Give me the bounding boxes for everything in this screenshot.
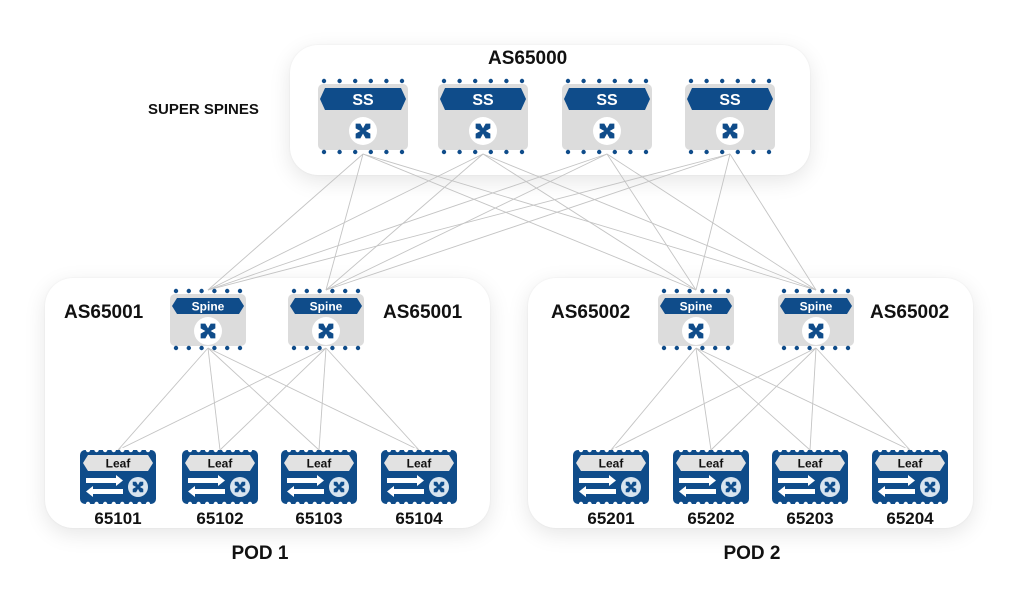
pod-1-leaf-1[interactable]: Leaf: [80, 447, 156, 507]
pod-1-label: POD 1: [231, 543, 289, 564]
fabric-switch-icon: [433, 481, 445, 493]
pod-1-spine-2-label: Spine: [310, 299, 343, 313]
fabric-switch-icon: [333, 481, 345, 493]
super-spine-4-glyph: SS: [685, 78, 775, 155]
pod-2-spine-1[interactable]: Spine: [658, 288, 734, 352]
fabric-switch-icon: [599, 123, 615, 139]
pod-1-spine-1-glyph: Spine: [170, 288, 246, 351]
fabric-switch-icon: [200, 323, 216, 339]
super-spine-1[interactable]: SS: [318, 78, 408, 156]
fabric-switch-icon: [688, 323, 704, 339]
pod-2-leaf-1-glyph: Leaf: [573, 447, 649, 507]
pod-2-spine-1-label: Spine: [680, 299, 713, 313]
pod-1-leaf-2-glyph: Leaf: [182, 447, 258, 507]
super-spine-2-glyph: SS: [438, 78, 528, 155]
fabric-switch-icon: [318, 323, 334, 339]
fabric-switch-icon: [924, 481, 936, 493]
fabric-switch-icon: [722, 123, 738, 139]
pod-1-leaf-3[interactable]: Leaf: [281, 447, 357, 507]
pod-1-leaf-2[interactable]: Leaf: [182, 447, 258, 507]
pod-1-leaf-3-label: Leaf: [307, 457, 333, 471]
super-spines-label: SUPER SPINES: [148, 101, 259, 118]
super-spine-3-label: SS: [596, 92, 618, 109]
pod-1-spine-1-label: Spine: [192, 299, 225, 313]
pod-2-leaf-4-glyph: Leaf: [872, 447, 948, 507]
pod-2-as-right-label: AS65002: [870, 302, 950, 323]
pod-2-spine-2-label: Spine: [800, 299, 833, 313]
pod-1-spine-2-glyph: Spine: [288, 288, 364, 351]
pod-2-leaf-4-asn: 65204: [886, 509, 934, 528]
fabric-switch-icon: [132, 481, 144, 493]
pod-2-leaf-3[interactable]: Leaf: [772, 447, 848, 507]
pod-2-leaf-2[interactable]: Leaf: [673, 447, 749, 507]
pod-2-leaf-1[interactable]: Leaf: [573, 447, 649, 507]
super-spine-2[interactable]: SS: [438, 78, 528, 156]
pod-1-leaf-4-glyph: Leaf: [381, 447, 457, 507]
pod-1-as-right-label: AS65001: [383, 302, 463, 323]
super-spine-3-glyph: SS: [562, 78, 652, 155]
pod-1-leaf-1-glyph: Leaf: [80, 447, 156, 507]
pod-1-leaf-4[interactable]: Leaf: [381, 447, 457, 507]
pod-2-leaf-1-asn: 65201: [587, 509, 635, 528]
pod-1-leaf-2-asn: 65102: [196, 509, 244, 528]
pod-2-leaf-3-label: Leaf: [798, 457, 824, 471]
pod-1-spine-1[interactable]: Spine: [170, 288, 246, 352]
bidirectional-arrows-icon: [188, 475, 225, 497]
bidirectional-arrows-icon: [778, 475, 815, 497]
bidirectional-arrows-icon: [679, 475, 716, 497]
super-spine-1-label: SS: [352, 92, 374, 109]
pod-1-leaf-4-label: Leaf: [407, 457, 433, 471]
fabric-switch-icon: [355, 123, 371, 139]
super-spine-3[interactable]: SS: [562, 78, 652, 156]
bidirectional-arrows-icon: [878, 475, 915, 497]
pod-1-leaf-3-glyph: Leaf: [281, 447, 357, 507]
bidirectional-arrows-icon: [86, 475, 123, 497]
pod-1-leaf-1-label: Leaf: [106, 457, 132, 471]
pod-2-spine-1-glyph: Spine: [658, 288, 734, 351]
pod-2-spine-2-glyph: Spine: [778, 288, 854, 351]
bidirectional-arrows-icon: [579, 475, 616, 497]
bidirectional-arrows-icon: [287, 475, 324, 497]
fabric-switch-icon: [725, 481, 737, 493]
super-spine-as-label: AS65000: [488, 48, 568, 69]
fabric-switch-icon: [824, 481, 836, 493]
pod-1-leaf-1-asn: 65101: [94, 509, 142, 528]
super-spine-4-label: SS: [719, 92, 741, 109]
bidirectional-arrows-icon: [387, 475, 424, 497]
pod-2-leaf-3-asn: 65203: [786, 509, 834, 528]
super-spine-1-glyph: SS: [318, 78, 408, 155]
fabric-switch-icon: [625, 481, 637, 493]
fabric-switch-icon: [475, 123, 491, 139]
fabric-switch-icon: [808, 323, 824, 339]
pod-2-leaf-3-glyph: Leaf: [772, 447, 848, 507]
pod-1-leaf-4-asn: 65104: [395, 509, 443, 528]
pod-1-as-left-label: AS65001: [64, 302, 144, 323]
super-spine-2-label: SS: [472, 92, 494, 109]
pod-1-leaf-2-label: Leaf: [208, 457, 234, 471]
fabric-switch-icon: [234, 481, 246, 493]
super-spine-4[interactable]: SS: [685, 78, 775, 156]
pod-2-label: POD 2: [723, 543, 781, 564]
pod-2-leaf-4[interactable]: Leaf: [872, 447, 948, 507]
pod-2-leaf-2-asn: 65202: [687, 509, 735, 528]
pod-2-leaf-1-label: Leaf: [599, 457, 625, 471]
pod-2-leaf-4-label: Leaf: [898, 457, 924, 471]
pod-2-leaf-2-glyph: Leaf: [673, 447, 749, 507]
pod-2-as-left-label: AS65002: [551, 302, 631, 323]
pod-1-leaf-3-asn: 65103: [295, 509, 343, 528]
pod-1-spine-2[interactable]: Spine: [288, 288, 364, 352]
pod-2-leaf-2-label: Leaf: [699, 457, 725, 471]
pod-2-spine-2[interactable]: Spine: [778, 288, 854, 352]
